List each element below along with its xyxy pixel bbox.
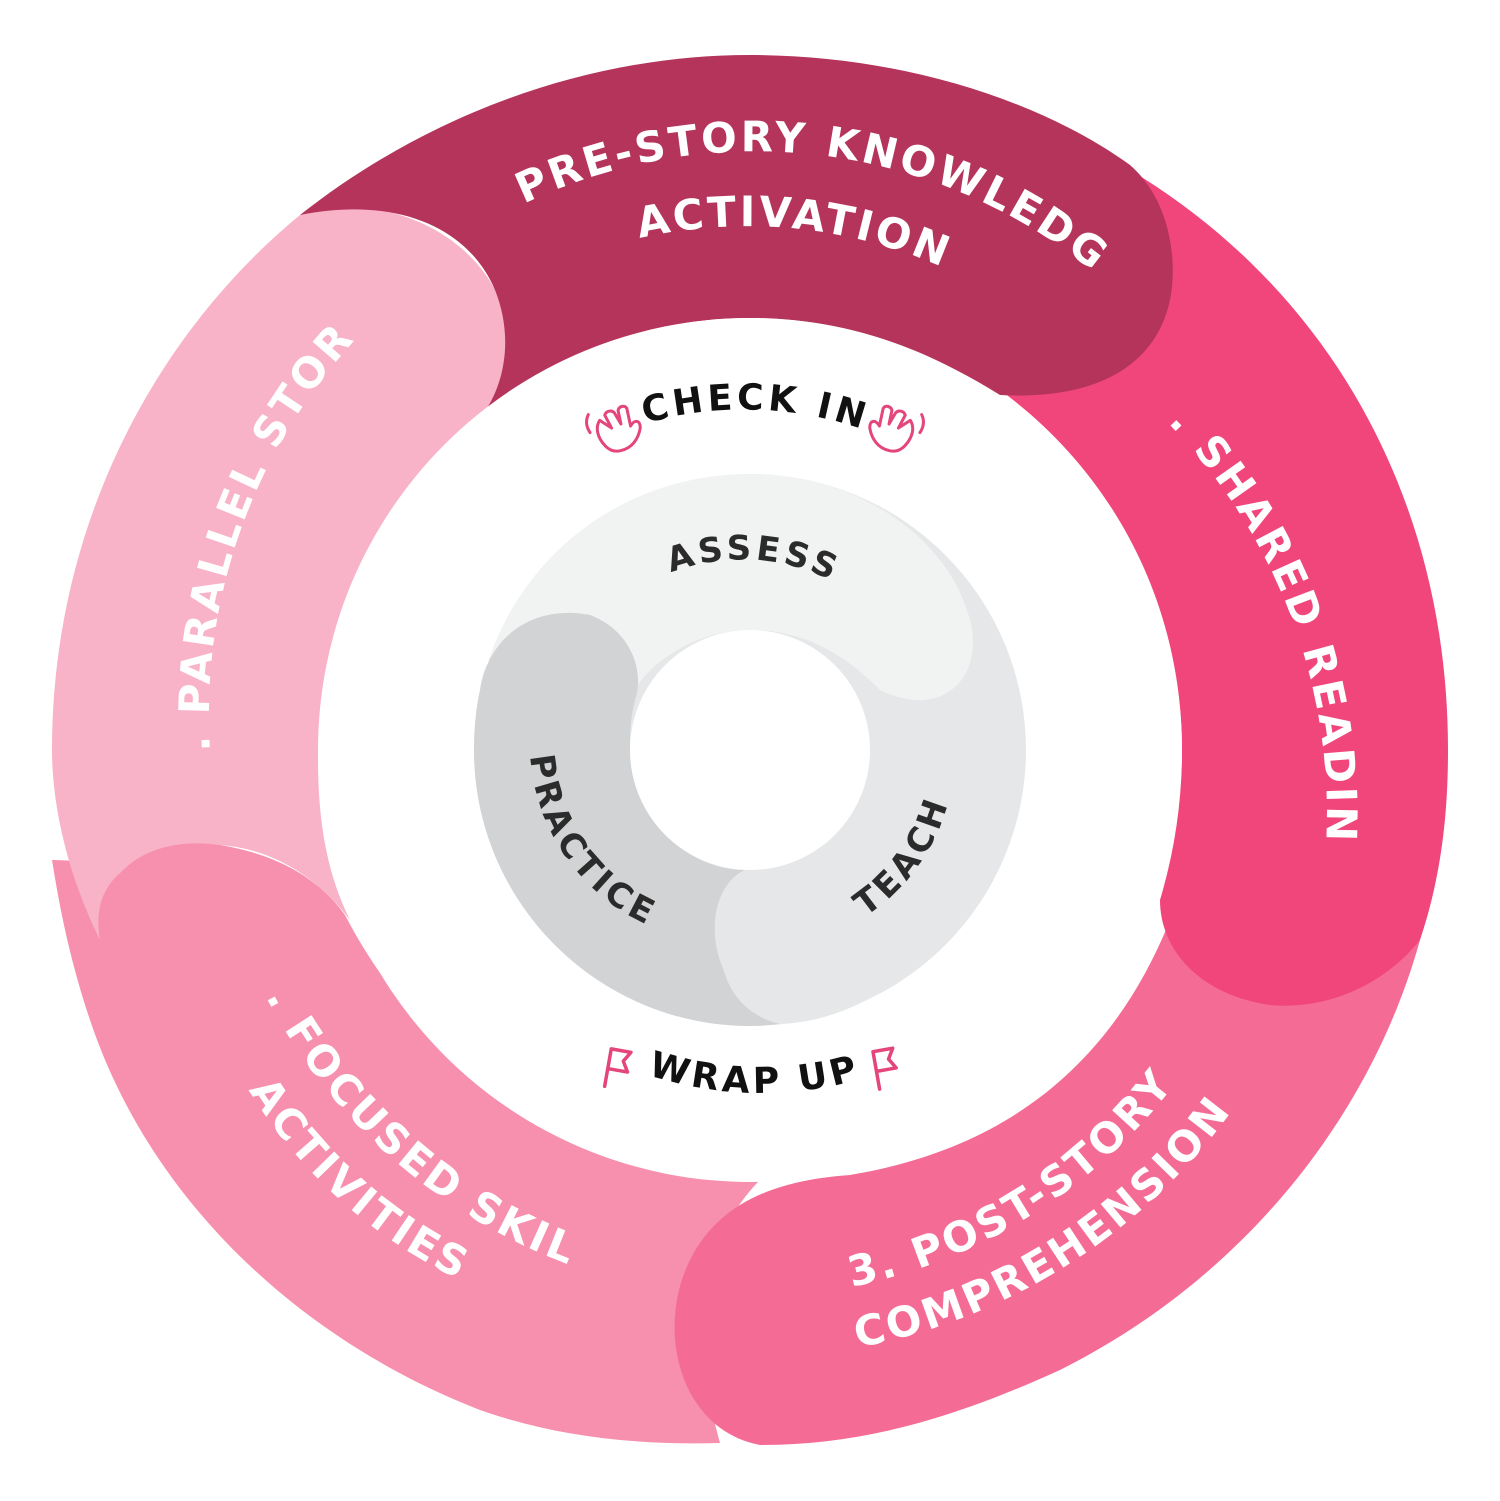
inner-hole: [630, 630, 870, 870]
segment-shared-reading: [1000, 170, 1448, 1006]
inner-ring: [474, 474, 1026, 1026]
segment-practice: [474, 612, 780, 1026]
segment-pre-story: [300, 55, 1173, 430]
segment-focused-skill-head: [99, 843, 721, 1330]
flag-icon: [602, 1047, 633, 1089]
outer-ring: [52, 55, 1448, 1445]
waving-hand-icon: [868, 404, 925, 453]
waving-hand-icon: [585, 404, 642, 453]
segment-teach-head: [720, 765, 1001, 1024]
segment-parallel-story: [52, 207, 509, 940]
segment-post-story: [674, 920, 1420, 1445]
flag-icon: [871, 1046, 898, 1091]
